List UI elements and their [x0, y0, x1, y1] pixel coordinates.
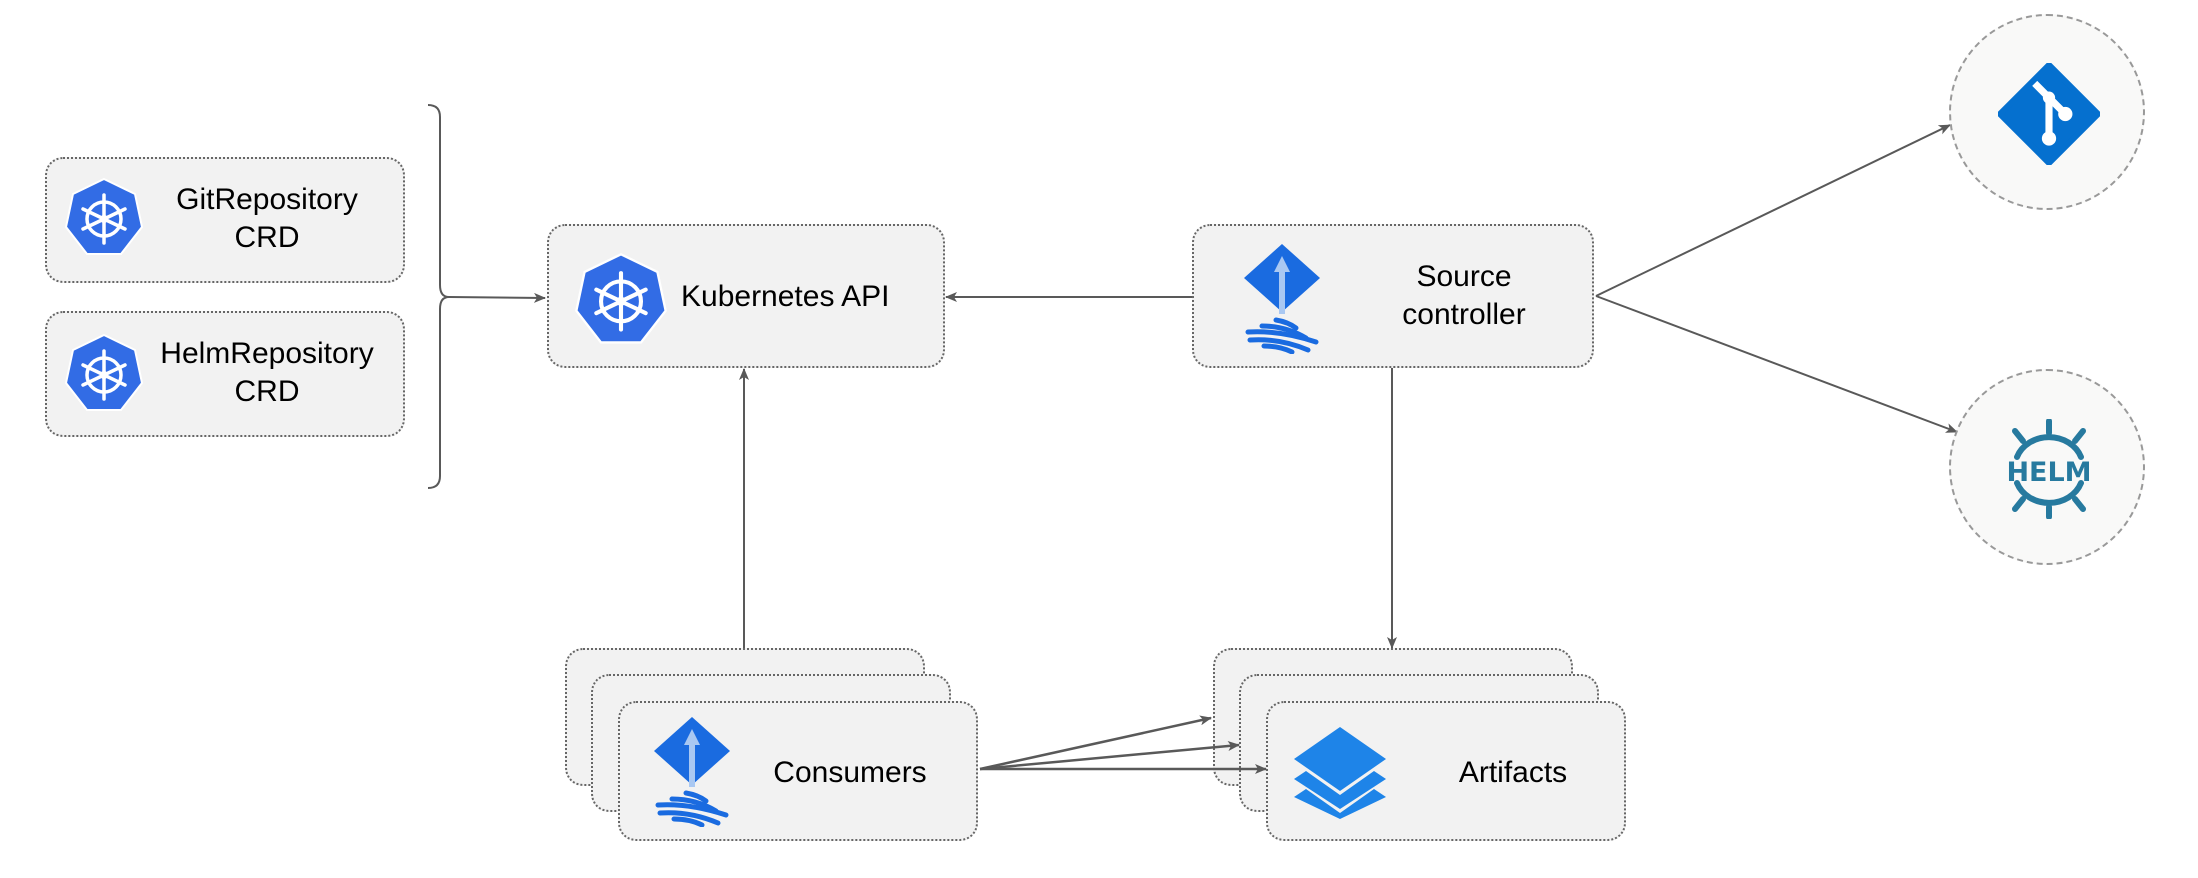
git-repository-crd-node[interactable]: GitRepository CRD	[45, 157, 405, 283]
artifacts-node[interactable]: Artifacts	[1266, 701, 1626, 841]
git-icon	[1998, 63, 2100, 165]
git-crd-line2: CRD	[234, 221, 300, 254]
helm-crd-line1: HelmRepository	[160, 337, 374, 370]
helm-repository-node[interactable]: HELM	[1949, 369, 2145, 565]
layers-icon	[1294, 727, 1386, 819]
kubernetes-api-label: Kubernetes API	[681, 280, 890, 313]
consumers-node[interactable]: Consumers	[618, 701, 978, 841]
edge-source-to-helm	[1595, 295, 1958, 433]
git-repository-node[interactable]	[1949, 14, 2145, 210]
edge-consumers-to-artifact-2	[979, 741, 1240, 771]
git-crd-line1: GitRepository	[176, 183, 358, 216]
helm-logo-text: HELM	[2006, 457, 2091, 488]
source-controller-line1: Source	[1416, 260, 1512, 293]
consumers-label: Consumers	[773, 756, 927, 789]
edge-consumers-to-artifact-1	[979, 715, 1212, 771]
helm-icon: HELM	[2006, 419, 2092, 519]
source-controller-node[interactable]: Source controller	[1192, 224, 1594, 368]
edge-source-to-git	[1595, 124, 1951, 297]
source-controller-line2: controller	[1402, 298, 1526, 331]
artifacts-label: Artifacts	[1458, 756, 1568, 789]
helm-repository-crd-node[interactable]: HelmRepository CRD	[45, 311, 405, 437]
kubernetes-api-node[interactable]: Kubernetes API	[547, 224, 945, 368]
helm-crd-line2: CRD	[234, 375, 300, 408]
edge-crds-to-kube-api	[448, 292, 546, 303]
